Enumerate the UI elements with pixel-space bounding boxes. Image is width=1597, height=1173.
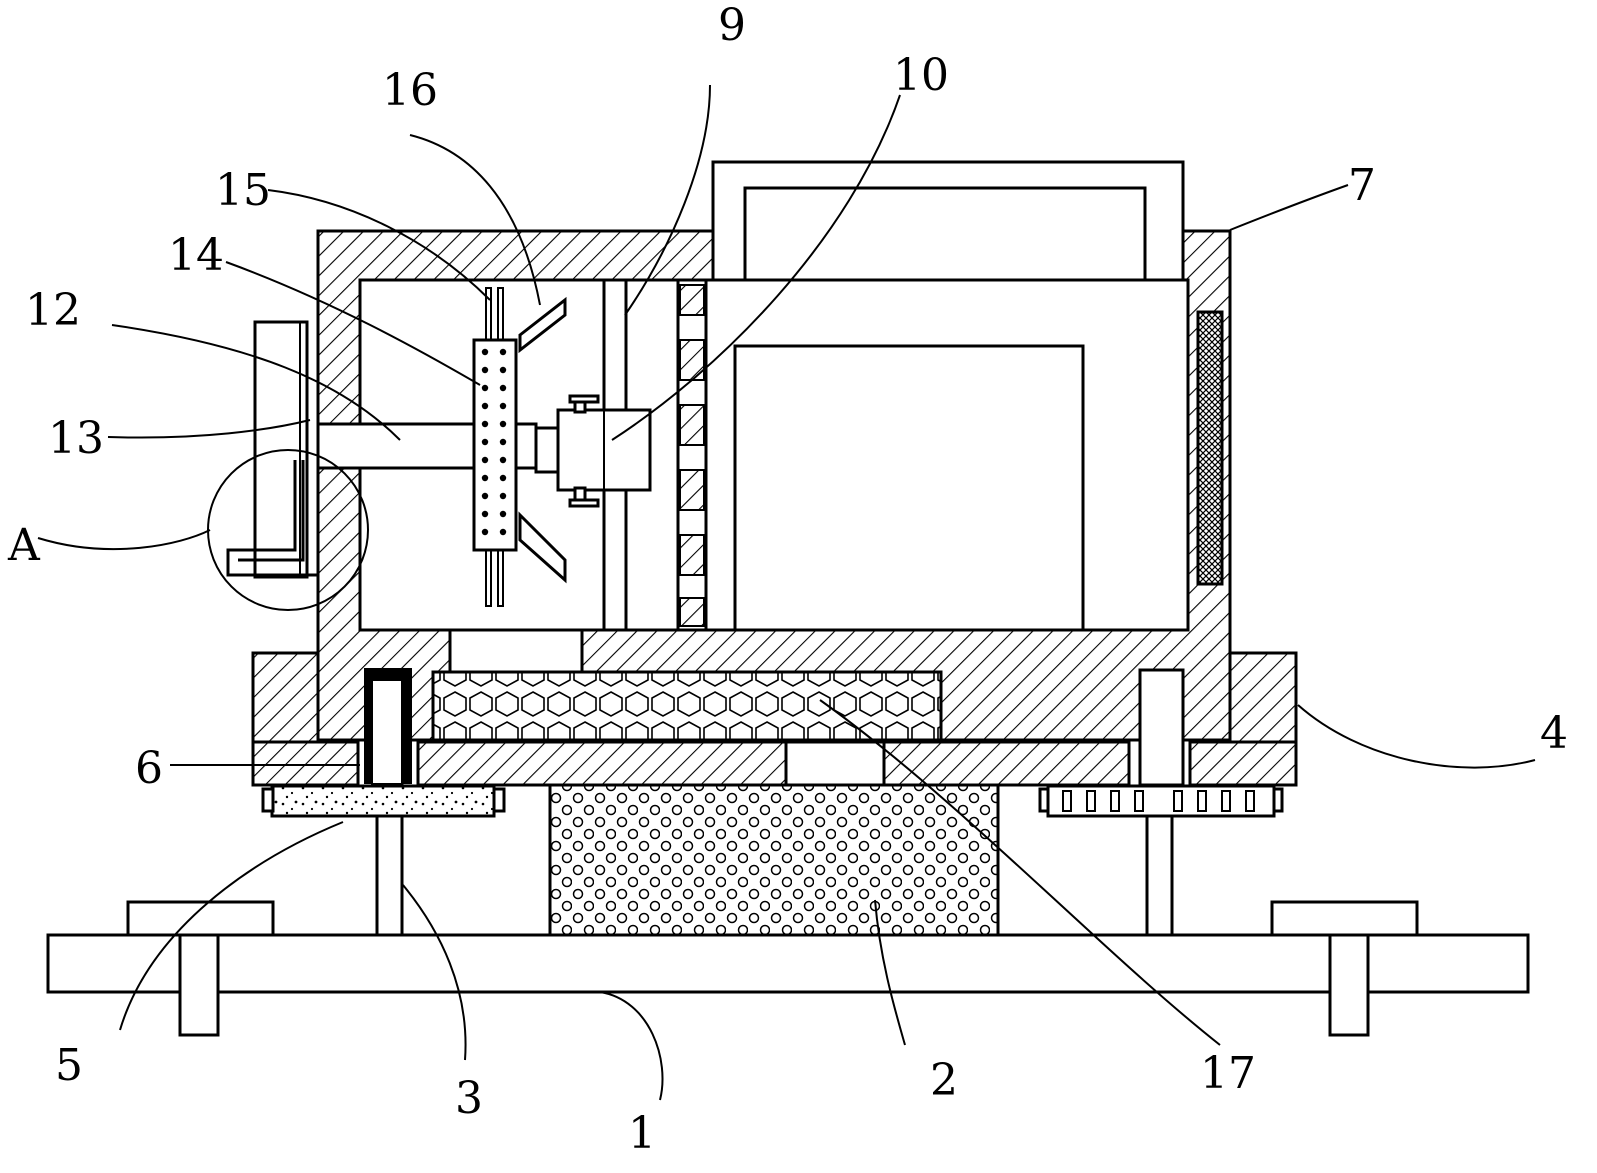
label-16: 16 [382, 65, 438, 116]
label-4: 4 [1540, 708, 1568, 759]
label-1: 1 [628, 1108, 656, 1159]
drum-hole [481, 420, 489, 428]
drum-hole [499, 438, 507, 446]
label-a: A [7, 520, 41, 571]
label-15: 15 [215, 165, 271, 216]
label-7: 7 [1348, 160, 1376, 211]
drum-hole [481, 438, 489, 446]
honeycomb-filter [431, 670, 943, 742]
left-sleeve [364, 668, 412, 785]
drum-hole [499, 492, 507, 500]
drum-hole [481, 348, 489, 356]
left-bracket [226, 320, 318, 579]
label-6: 6 [135, 743, 163, 794]
drum-hole [481, 528, 489, 536]
label-13: 13 [48, 413, 104, 464]
label-9: 9 [718, 0, 746, 51]
drum-hole [481, 402, 489, 410]
drum-hole [499, 510, 507, 518]
drum-hole [499, 474, 507, 482]
spring-teeth [1062, 790, 1255, 812]
bottom-vent [448, 628, 584, 674]
label-3: 3 [455, 1073, 483, 1124]
label-12: 12 [25, 285, 81, 336]
drum-hole [499, 402, 507, 410]
drum-hole [481, 456, 489, 464]
drum-hole [499, 420, 507, 428]
side-filter-mesh [1196, 310, 1224, 586]
drum-hole [499, 456, 507, 464]
equipment-box [733, 344, 1085, 632]
drum-hole [481, 510, 489, 518]
drum-hole [499, 348, 507, 356]
right-post [1138, 668, 1185, 787]
label-10: 10 [893, 50, 949, 101]
drum-hole [481, 492, 489, 500]
drum-hole [499, 528, 507, 536]
drum-hole [481, 366, 489, 374]
motor [534, 394, 652, 508]
part-labels: 1 2 3 4 5 6 7 9 10 12 13 14 15 16 17 A [7, 0, 1568, 1159]
buffer-block [548, 782, 1000, 937]
drum-hole [499, 384, 507, 392]
vent-grille [679, 284, 705, 627]
leader-lines [37, 84, 1536, 1101]
label-14: 14 [168, 230, 224, 281]
top-lid [711, 160, 1185, 282]
label-17: 17 [1200, 1048, 1256, 1099]
drum-hole [481, 474, 489, 482]
drum-hole [481, 384, 489, 392]
drum-hole [499, 366, 507, 374]
base-plate [46, 900, 1530, 1037]
label-2: 2 [930, 1055, 958, 1106]
mounting-frame [251, 651, 1298, 787]
label-5: 5 [55, 1040, 83, 1091]
perforated-drum [472, 338, 518, 552]
damping-pads [261, 784, 1284, 818]
fan-blades [518, 296, 567, 584]
